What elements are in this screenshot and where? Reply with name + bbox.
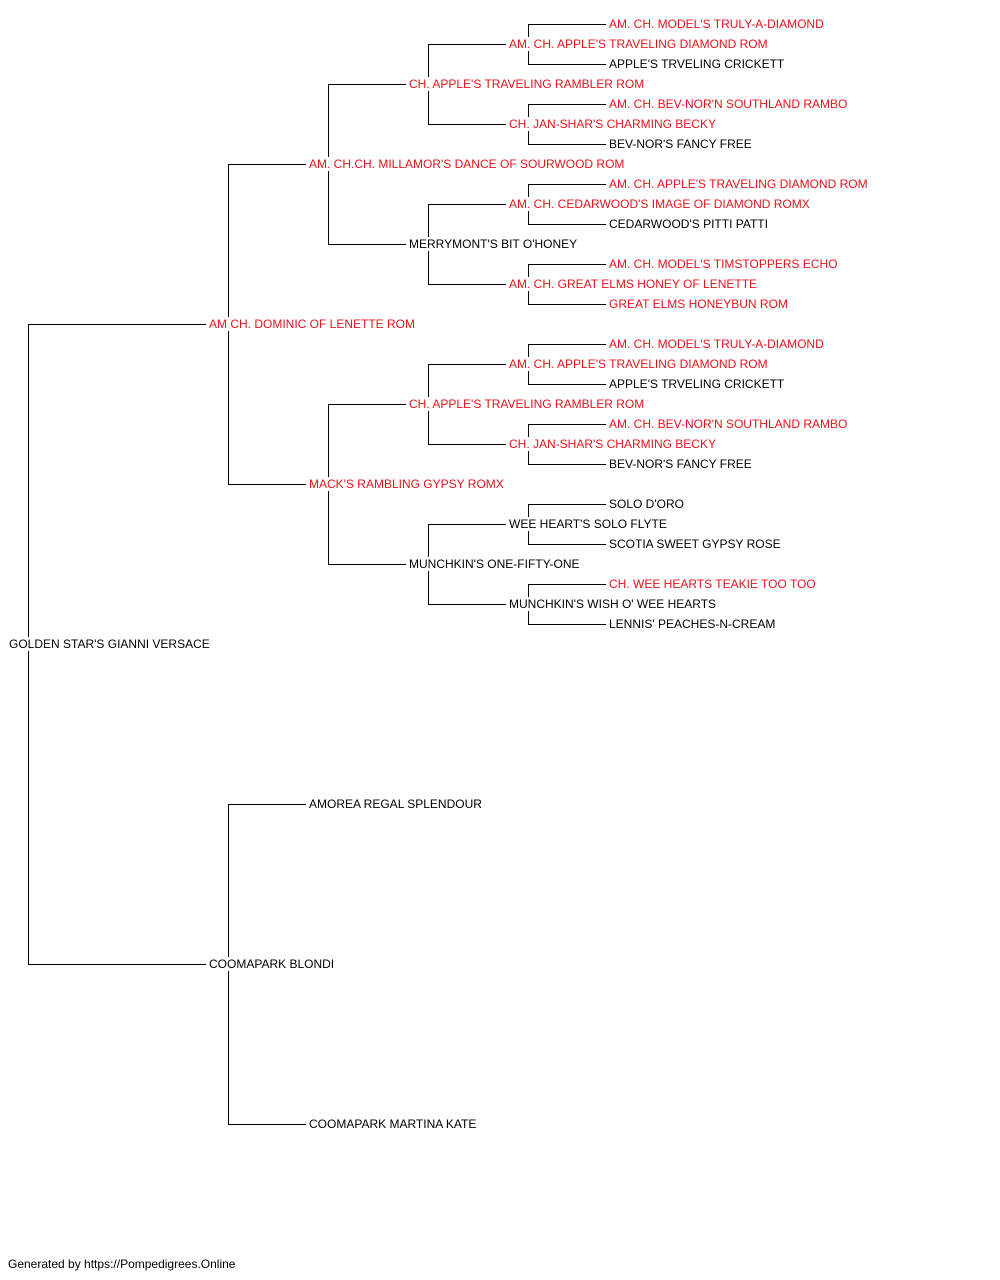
ancestor-name: AM. CH. APPLE'S TRAVELING DIAMOND ROM [508,357,769,371]
ancestor-name: COOMAPARK MARTINA KATE [308,1117,478,1131]
ancestor-name: CH. APPLE'S TRAVELING RAMBLER ROM [408,397,646,411]
ancestor-name: AM. CH. APPLE'S TRAVELING DIAMOND ROM [608,177,869,191]
ancestor-name: SOLO D'ORO [608,497,685,511]
ancestor-name: AM CH. DOMINIC OF LENETTE ROM [208,317,417,331]
subject-dog-name: GOLDEN STAR'S GIANNI VERSACE [8,637,211,651]
ancestor-name: AM. CH. BEV-NOR'N SOUTHLAND RAMBO [608,97,849,111]
ancestor-name: LENNIS' PEACHES-N-CREAM [608,617,777,631]
ancestor-name: AM. CH. CEDARWOOD'S IMAGE OF DIAMOND ROM… [508,197,811,211]
ancestor-name: MERRYMONT'S BIT O'HONEY [408,237,579,251]
ancestor-name: AM. CH. GREAT ELMS HONEY OF LENETTE [508,277,759,291]
ancestor-name: AM. CH. BEV-NOR'N SOUTHLAND RAMBO [608,417,849,431]
ancestor-name: BEV-NOR'S FANCY FREE [608,457,753,471]
ancestor-name: AM. CH. APPLE'S TRAVELING DIAMOND ROM [508,37,769,51]
ancestor-name: AM. CH. MODEL'S TIMSTOPPERS ECHO [608,257,839,271]
ancestor-name: MACK'S RAMBLING GYPSY ROMX [308,477,505,491]
ancestor-name: BEV-NOR'S FANCY FREE [608,137,753,151]
ancestor-name: APPLE'S TRVELING CRICKETT [608,377,786,391]
ancestor-name: CH. APPLE'S TRAVELING RAMBLER ROM [408,77,646,91]
ancestor-name: GREAT ELMS HONEYBUN ROM [608,297,789,311]
ancestor-name: CH. JAN-SHAR'S CHARMING BECKY [508,437,717,451]
ancestor-name: AM. CH. MODEL'S TRULY-A-DIAMOND [608,337,825,351]
ancestor-name: AM. CH. MODEL'S TRULY-A-DIAMOND [608,17,825,31]
ancestor-name: MUNCHKIN'S WISH O' WEE HEARTS [508,597,718,611]
ancestor-name: CEDARWOOD'S PITTI PATTI [608,217,769,231]
ancestor-name: COOMAPARK BLONDI [208,957,336,971]
ancestor-name: AMOREA REGAL SPLENDOUR [308,797,483,811]
ancestor-name: CH. JAN-SHAR'S CHARMING BECKY [508,117,717,131]
ancestor-name: APPLE'S TRVELING CRICKETT [608,57,786,71]
ancestor-name: SCOTIA SWEET GYPSY ROSE [608,537,782,551]
ancestor-name: WEE HEART'S SOLO FLYTE [508,517,668,531]
generated-by-footer: Generated by https://Pompedigrees.Online [8,1257,236,1271]
ancestor-name: AM. CH.CH. MILLAMOR'S DANCE OF SOURWOOD … [308,157,626,171]
ancestor-name: MUNCHKIN'S ONE-FIFTY-ONE [408,557,581,571]
ancestor-name: CH. WEE HEARTS TEAKIE TOO TOO [608,577,817,591]
